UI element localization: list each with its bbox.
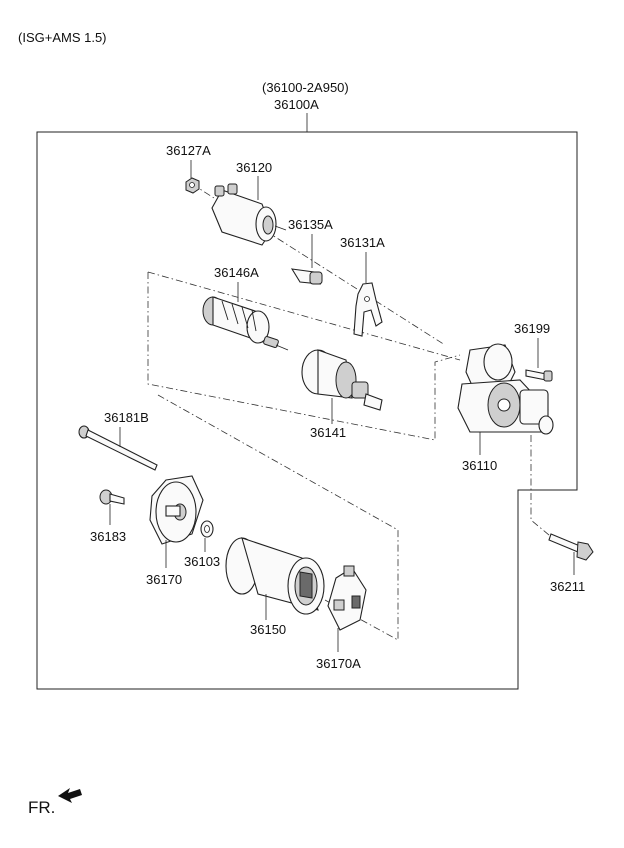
armature-36146A bbox=[202, 296, 289, 351]
brush-holder-36170A bbox=[327, 565, 367, 631]
label-36150: 36150 bbox=[250, 622, 286, 637]
nut-36127A bbox=[185, 177, 200, 194]
label-36170A: 36170A bbox=[316, 656, 361, 671]
label-36199: 36199 bbox=[514, 321, 550, 336]
label-36103: 36103 bbox=[184, 554, 220, 569]
plunger-36135A bbox=[290, 268, 323, 285]
assembly-number: 36100A bbox=[274, 97, 319, 112]
yoke-36150 bbox=[225, 537, 325, 615]
bolt-36211 bbox=[548, 533, 594, 561]
shift-lever-36131A bbox=[353, 282, 383, 337]
front-arrow-icon bbox=[58, 788, 82, 803]
label-36181B: 36181B bbox=[104, 410, 149, 425]
overrunning-clutch-36141 bbox=[301, 349, 383, 411]
housing-36110 bbox=[457, 343, 554, 435]
screw-36199 bbox=[525, 369, 553, 382]
label-36183: 36183 bbox=[90, 529, 126, 544]
guide-line-armature-box bbox=[147, 272, 461, 441]
label-36120: 36120 bbox=[236, 160, 272, 175]
front-orientation-label: FR. bbox=[28, 798, 55, 817]
washer-36103 bbox=[200, 520, 214, 538]
guide-line-through-bolt bbox=[530, 435, 556, 541]
label-36146A: 36146A bbox=[214, 265, 259, 280]
assembly-frame bbox=[36, 131, 578, 690]
solenoid-36120 bbox=[211, 183, 287, 246]
assembly-alt-number: (36100-2A950) bbox=[262, 80, 349, 95]
through-bolt-36181B bbox=[78, 425, 158, 471]
label-36110: 36110 bbox=[462, 458, 497, 473]
label-36141: 36141 bbox=[310, 425, 346, 440]
label-36127A: 36127A bbox=[166, 143, 211, 158]
end-cover-36170 bbox=[149, 475, 204, 545]
guide-line-armature-top bbox=[147, 271, 461, 361]
guide-line-end-frame bbox=[157, 394, 399, 641]
label-36170: 36170 bbox=[146, 572, 182, 587]
screw-36183 bbox=[99, 489, 125, 505]
label-36131A: 36131A bbox=[340, 235, 385, 250]
label-36211: 36211 bbox=[550, 579, 585, 594]
variant-label: (ISG+AMS 1.5) bbox=[18, 30, 107, 45]
label-36135A: 36135A bbox=[288, 217, 333, 232]
